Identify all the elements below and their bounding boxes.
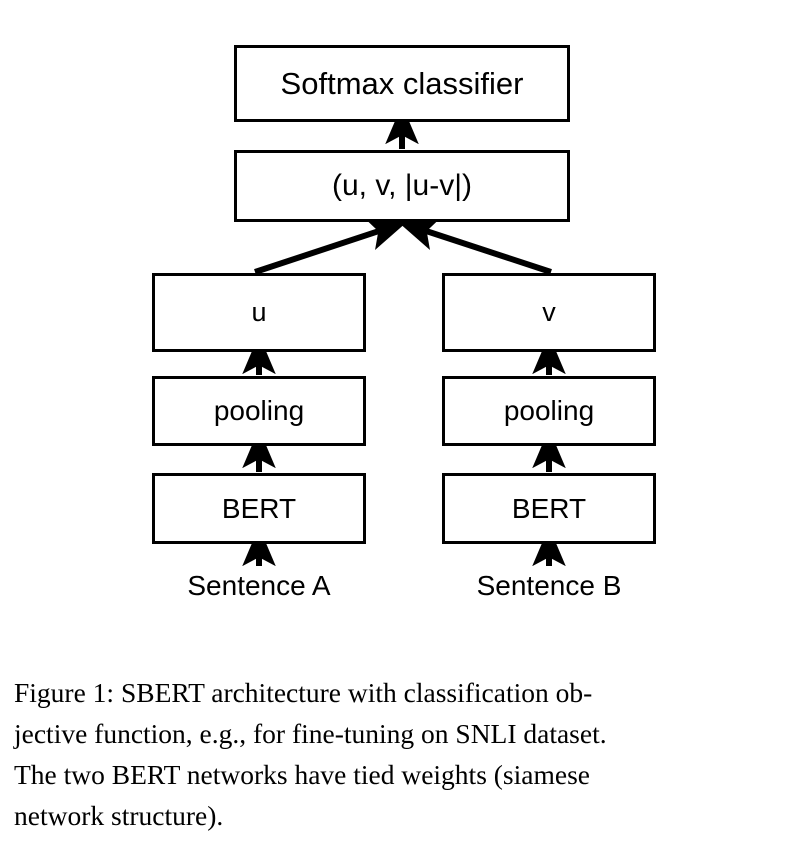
node-u-embedding: u: [152, 273, 366, 352]
caption-line: The two BERT networks have tied weights …: [14, 759, 590, 790]
diagram-connectors: [242, 104, 566, 567]
arrow-v-to-concat: [397, 218, 552, 275]
node-pooling-b: pooling: [442, 376, 656, 446]
figure-caption: Figure 1: SBERT architecture with classi…: [14, 672, 792, 836]
node-concatenation: (u, v, |u-v|): [234, 150, 570, 222]
input-label-sentence-b: Sentence B: [476, 570, 622, 601]
node-v-embedding: v: [442, 273, 656, 352]
node-bert-b: BERT: [442, 473, 656, 544]
node-softmax-classifier: Softmax classifier: [234, 45, 570, 122]
sbert-architecture-diagram: Softmax classifier (u, v, |u-v|) u v poo…: [152, 45, 656, 601]
arrow-u-to-concat: [254, 218, 408, 275]
node-pooling-a: pooling: [152, 376, 366, 446]
node-bert-a: BERT: [152, 473, 366, 544]
caption-line: Figure 1: SBERT architecture with classi…: [14, 677, 593, 708]
caption-line: jective function, e.g., for fine-tuning …: [14, 718, 607, 749]
caption-line: network structure).: [14, 800, 224, 831]
input-label-sentence-a: Sentence A: [187, 570, 331, 601]
